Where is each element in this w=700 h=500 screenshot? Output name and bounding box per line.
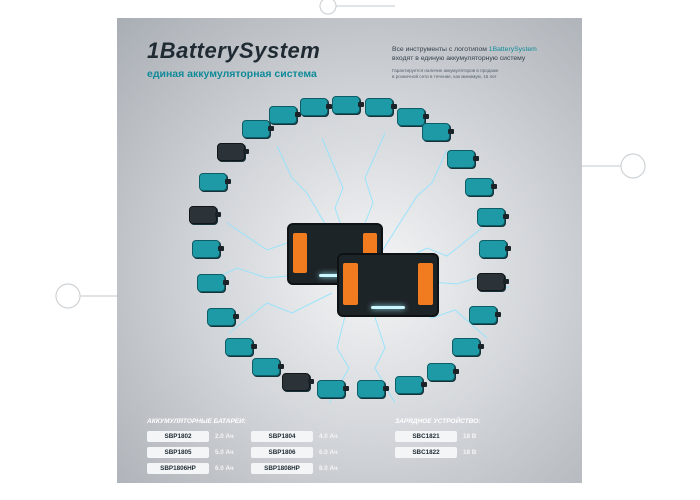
tool-icon: [469, 306, 501, 324]
battery-code: SBP1805: [147, 447, 209, 458]
tool-icon: [217, 143, 249, 161]
battery-led: [371, 306, 405, 309]
battery-led: [319, 274, 349, 277]
battery-capacity: 4.0 Ач: [319, 433, 338, 440]
battery-orange-stripe: [293, 233, 307, 273]
battery-code: SBP1806HP: [147, 463, 209, 474]
tool-icon: [479, 240, 511, 258]
info-text: Все инструменты с логотипом 1BatterySyst…: [392, 45, 572, 63]
tool-icon: [197, 274, 229, 292]
tool-icon: [282, 373, 314, 391]
info-line1-brand: 1BatterySystem: [488, 46, 537, 53]
batteries-table: SBP1802 2.0 Ач SBP1804 4.0 Ач SBP1805 5.…: [147, 431, 349, 474]
brand-logo: 1BatterySystem: [147, 38, 321, 63]
tool-icon: [422, 123, 454, 141]
battery-capacity: 5.0 Ач: [215, 449, 234, 456]
tool-icon: [477, 208, 509, 226]
tagline: единая аккумуляторная система: [147, 68, 317, 80]
tool-icon: [269, 106, 301, 124]
tool-icon: [447, 150, 479, 168]
battery-image-front: [337, 253, 439, 317]
tool-icon: [365, 98, 397, 116]
tool-icon: [242, 120, 274, 138]
info-line2: входят в единую аккумуляторную систему: [392, 55, 526, 62]
tool-icon: [317, 380, 349, 398]
tool-icon: [332, 96, 364, 114]
tool-icon: [199, 173, 231, 191]
info-note-line2: в розничной сети в течение, как минимум,…: [392, 74, 497, 79]
tool-icon: [477, 273, 509, 291]
tool-icon: [427, 363, 459, 381]
tool-icon: [357, 380, 389, 398]
decor-circle-right: [620, 153, 646, 179]
tool-icon: [397, 108, 429, 126]
tool-icon: [465, 178, 497, 196]
info-note: Гарантируется наличие аккумуляторов в пр…: [392, 68, 572, 80]
tool-icon: [225, 338, 257, 356]
bolt: [228, 292, 333, 334]
tool-icon: [395, 376, 427, 394]
tool-icon: [207, 308, 239, 326]
battery-capacity: 6.0 Ач: [215, 465, 234, 472]
battery-capacity: 2.0 Ач: [215, 433, 234, 440]
battery-capacity: 6.0 Ач: [319, 449, 338, 456]
battery-capacity: 8.0 Ач: [319, 465, 338, 472]
charger-voltage: 18 В: [463, 449, 477, 456]
tool-icon: [300, 98, 332, 116]
decor-circle-left: [55, 283, 81, 309]
tool-icon: [189, 206, 221, 224]
poster: 1BatterySystem единая аккумуляторная сис…: [117, 18, 582, 483]
bolt: [378, 149, 448, 257]
battery-code: SBP1806: [251, 447, 313, 458]
info-line1-prefix: Все инструменты с логотипом: [392, 46, 489, 53]
battery-orange-stripe: [418, 263, 433, 305]
battery-code: SBP1802: [147, 431, 209, 442]
battery-code: SBP1804: [251, 431, 313, 442]
batteries-title: АККУМУЛЯТОРНЫЕ БАТАРЕИ:: [147, 418, 246, 425]
decor-circle-top: [319, 0, 337, 15]
info-note-line1: Гарантируется наличие аккумуляторов в пр…: [392, 68, 499, 73]
tool-icon: [452, 338, 484, 356]
charger-code: SBC1821: [395, 431, 457, 442]
tool-icon: [192, 240, 224, 258]
charger-voltage: 18 В: [463, 433, 477, 440]
battery-orange-stripe: [343, 263, 358, 305]
charger-code: SBC1822: [395, 447, 457, 458]
chargers-table: SBC1821 18 В SBC1822 18 В: [395, 431, 491, 458]
bolt: [371, 307, 396, 404]
chargers-title: ЗАРЯДНОЕ УСТРОЙСТВО:: [395, 418, 481, 425]
tool-icon: [252, 358, 284, 376]
battery-code: SBP1808HP: [251, 463, 313, 474]
